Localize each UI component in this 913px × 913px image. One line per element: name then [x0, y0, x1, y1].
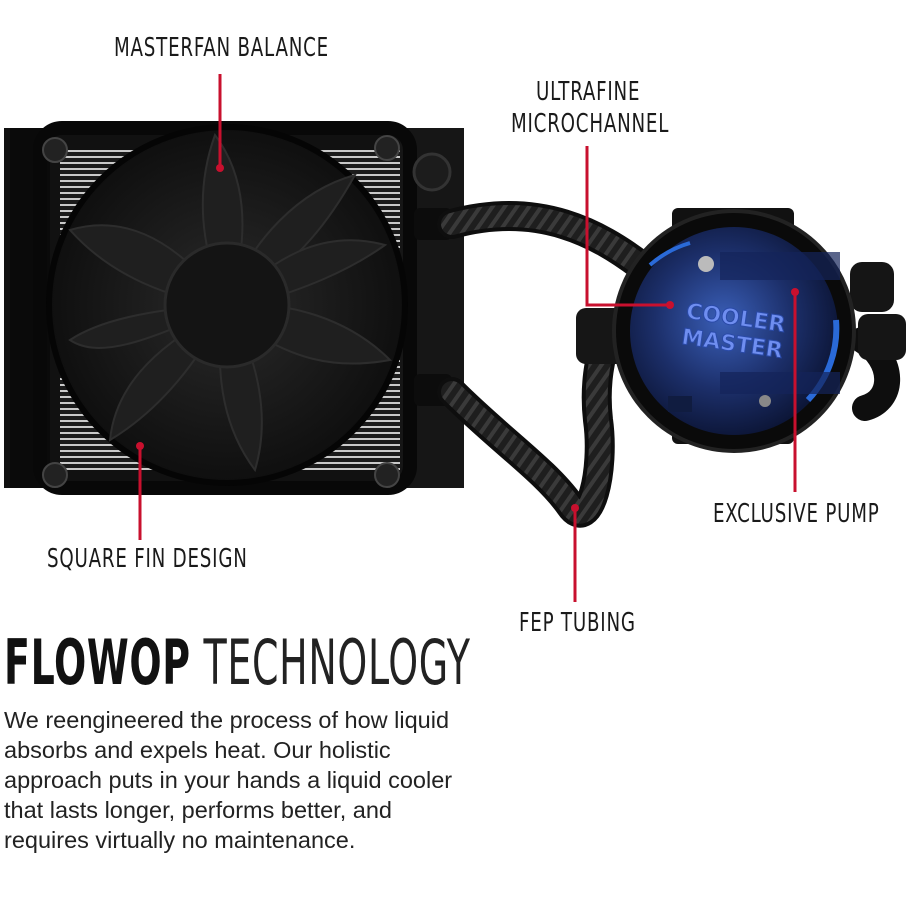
headline: FLOWOP TECHNOLOGY [4, 628, 471, 698]
headline-light: TECHNOLOGY [203, 626, 471, 699]
label-square-fin-design: SQUARE FIN DESIGN [47, 544, 248, 574]
label-ultrafine: ULTRAFINE [536, 77, 641, 107]
screw-icon [42, 135, 400, 488]
label-microchannel: MICROCHANNEL [511, 109, 670, 139]
label-fep-tubing: FEP TUBING [519, 608, 636, 638]
description-text: We reengineered the process of how liqui… [4, 707, 453, 853]
microchannel-callout-line [585, 146, 668, 307]
fan-hub [163, 241, 291, 369]
label-masterfan-balance: MASTERFAN BALANCE [114, 33, 329, 63]
screw-icon [698, 256, 714, 272]
pump [576, 208, 906, 453]
masterfan [46, 124, 408, 486]
callout-lines [136, 74, 799, 602]
headline-bold: FLOWOP [4, 626, 191, 699]
label-exclusive-pump: EXCLUSIVE PUMP [713, 499, 880, 529]
